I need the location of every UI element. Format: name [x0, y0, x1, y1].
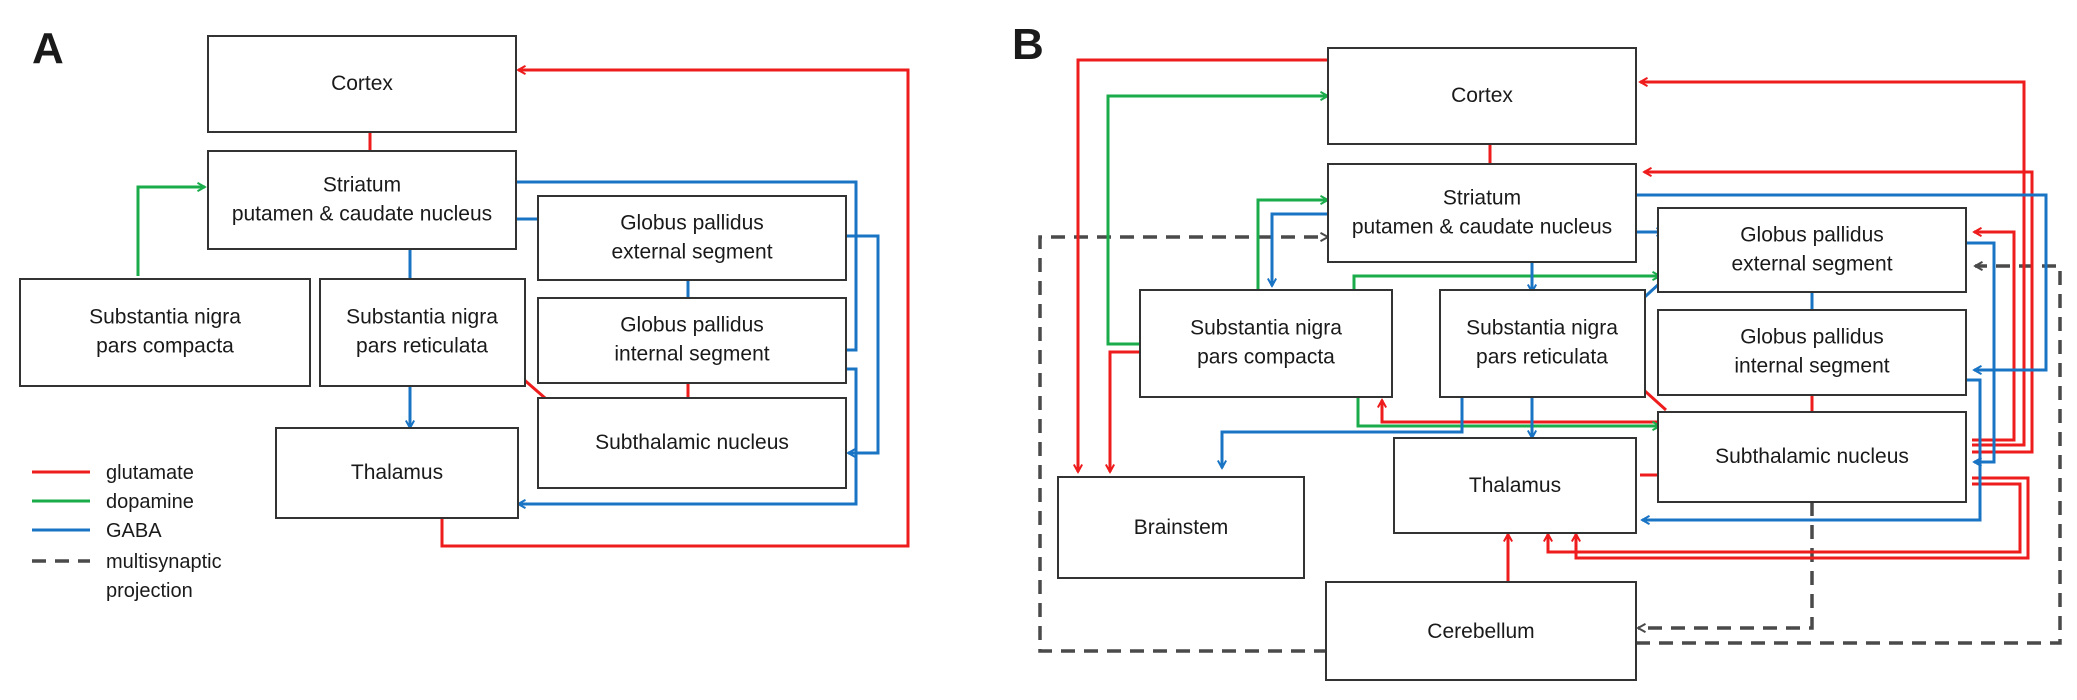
node-label-line: putamen & caudate nucleus [232, 202, 492, 225]
panel-b-connections [1038, 58, 2062, 653]
b-node-cerebellum: Cerebellum [1325, 581, 1637, 681]
panel-b-label: B [1012, 20, 1044, 69]
panel-b: B [1012, 20, 2062, 681]
node-label-line: Striatum [1443, 186, 1521, 209]
b-node-gpi: Globus pallidus internal segment [1657, 309, 1967, 396]
b-node-snr: Substantia nigra pars reticulata [1439, 289, 1646, 398]
node-label-line: Brainstem [1134, 516, 1229, 539]
node-label-line: pars reticulata [356, 334, 488, 357]
b-green-snc-gpe [1352, 276, 1660, 289]
node-label-line: Thalamus [351, 461, 443, 484]
b-blue-gpe-stn [1966, 241, 1996, 462]
b-green-snc-cortex [1106, 96, 1328, 346]
b-red-stn-thalamus-1 [1548, 482, 2022, 554]
node-label-line: internal segment [1734, 354, 1889, 377]
svg-text:Brainstem: Brainstem [1134, 516, 1229, 539]
node-label-line: Substantia nigra [1190, 316, 1342, 339]
a-green-snc-striatum [136, 187, 205, 276]
node-label-line: Subthalamic nucleus [595, 431, 789, 454]
node-label-line: pars reticulata [1476, 345, 1608, 368]
node-label-line: Cerebellum [1427, 620, 1534, 643]
node-label-line: Globus pallidus [620, 313, 764, 336]
b-node-brainstem: Brainstem [1057, 476, 1305, 579]
node-label-line: external segment [611, 240, 772, 263]
svg-text:Cerebellum: Cerebellum [1427, 620, 1534, 643]
panel-a-label: A [32, 24, 64, 73]
node-label-line: Striatum [323, 173, 401, 196]
legend-gaba-label: GABA [106, 520, 162, 542]
legend-glutamate-label: glutamate [106, 462, 194, 484]
b-blue-snr-brainstem [1222, 398, 1464, 468]
node-label-line: pars compacta [96, 334, 234, 357]
node-label-line: pars compacta [1197, 345, 1335, 368]
a-blue-gpe-stn [846, 234, 880, 453]
b-red-stn-cortex [1640, 82, 2026, 447]
b-node-gpe: Globus pallidus external segment [1657, 207, 1967, 293]
b-node-snc: Substantia nigra pars compacta [1139, 289, 1393, 398]
b-green-snc-stn [1356, 398, 1660, 426]
a-blue-gpi-thalamus [518, 367, 858, 504]
a-node-snc: Substantia nigra pars compacta [19, 278, 311, 387]
b-blue-gpi-thalamus [1642, 378, 1982, 520]
a-node-cortex: Cortex [207, 35, 517, 133]
node-label-line: internal segment [614, 342, 769, 365]
svg-text:Subthalamic nucleus: Subthalamic nucleus [1715, 445, 1909, 468]
b-blue-striatum-snc [1272, 212, 1328, 286]
b-dash-stn-cerebellum [1638, 502, 1814, 628]
b-dash-cerebellum-loop-gpe [1636, 266, 2062, 645]
node-label-line: Substantia nigra [1466, 316, 1618, 339]
b-node-striatum: Striatum putamen & caudate nucleus [1327, 163, 1637, 263]
node-label-line: Thalamus [1469, 474, 1561, 497]
b-node-thalamus: Thalamus [1393, 437, 1637, 534]
node-label-line: Subthalamic nucleus [1715, 445, 1909, 468]
svg-text:Cortex: Cortex [331, 72, 393, 95]
node-label-line: Globus pallidus [620, 211, 764, 234]
b-blue-striatum-gpi [1634, 193, 2048, 370]
b-red-cortex-brainstem [1078, 58, 1328, 472]
node-label-line: external segment [1731, 252, 1892, 275]
b-red-snc-brainstem [1110, 350, 1140, 472]
node-label-line: Substantia nigra [89, 305, 241, 328]
a-node-stn: Subthalamic nucleus [537, 397, 847, 489]
b-green-snc-striatum [1256, 200, 1328, 289]
a-node-striatum: Striatum putamen & caudate nucleus [207, 150, 517, 250]
a-red-thalamus-cortex [440, 70, 910, 548]
a-node-snr: Substantia nigra pars reticulata [319, 278, 526, 387]
b-node-stn: Subthalamic nucleus [1657, 411, 1967, 503]
b-red-stn-thalamus-2 [1576, 476, 2030, 560]
node-label-line: Globus pallidus [1740, 223, 1884, 246]
svg-text:Thalamus: Thalamus [351, 461, 443, 484]
legend: glutamate dopamine GABA multisynaptic pr… [32, 462, 222, 602]
legend-dopamine-label: dopamine [106, 491, 194, 513]
svg-text:Cortex: Cortex [1451, 84, 1513, 107]
b-red-stn-snc [1382, 400, 1668, 424]
b-dash-cerebellum-loop-striatum [1038, 237, 1328, 653]
a-node-gpe: Globus pallidus external segment [537, 195, 847, 281]
node-label-line: Globus pallidus [1740, 325, 1884, 348]
node-label-line: Cortex [1451, 84, 1513, 107]
b-node-cortex: Cortex [1327, 47, 1637, 145]
svg-text:Subthalamic nucleus: Subthalamic nucleus [595, 431, 789, 454]
svg-text:Thalamus: Thalamus [1469, 474, 1561, 497]
a-node-gpi: Globus pallidus internal segment [537, 297, 847, 384]
legend-projection-label: projection [106, 580, 193, 602]
b-red-stn-striatum [1644, 172, 2034, 454]
a-node-thalamus: Thalamus [275, 427, 519, 519]
legend-multisynaptic-label: multisynaptic [106, 551, 222, 573]
node-label-line: Substantia nigra [346, 305, 498, 328]
node-label-line: Cortex [331, 72, 393, 95]
node-label-line: putamen & caudate nucleus [1352, 215, 1612, 238]
